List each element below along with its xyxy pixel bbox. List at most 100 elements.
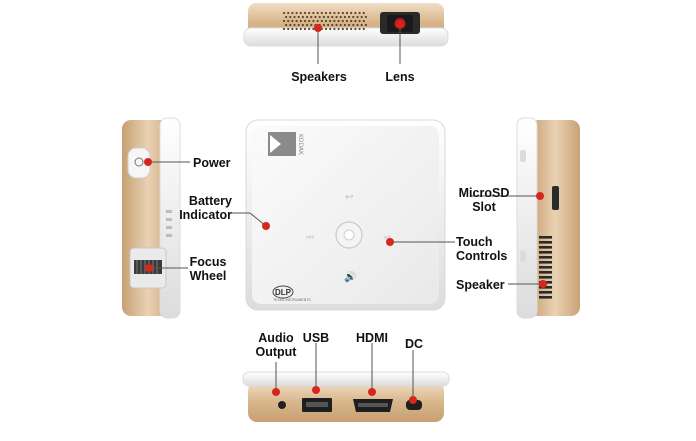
grille-hole [327, 23, 330, 27]
grille-hole [289, 23, 292, 27]
vent-slat [539, 286, 552, 289]
grille-hole [287, 19, 290, 23]
usb-label: USB [302, 331, 330, 345]
vent-slat [539, 256, 552, 259]
grille-hole [362, 11, 365, 15]
play-pause-icon: ⏯ [384, 232, 391, 242]
grille-hole [348, 23, 351, 27]
grille-hole [339, 23, 342, 27]
focus-label-line2: Wheel [189, 269, 227, 283]
vent-slat [539, 271, 552, 274]
lens-label: Lens [385, 70, 415, 84]
grille-hole [350, 11, 353, 15]
battery-label-line2: Indicator [179, 208, 232, 222]
grille-hole [360, 23, 363, 27]
touch-label-line2: Controls [456, 249, 508, 263]
volume-icon: 🔊 [344, 270, 356, 283]
grille-hole [354, 11, 357, 15]
grille-hole [285, 15, 288, 19]
grille-hole [337, 27, 340, 31]
grille-hole [295, 19, 298, 23]
left-side-device [122, 117, 181, 319]
grille-hole [308, 27, 311, 31]
vent-slat [539, 236, 552, 239]
grille-hole [282, 27, 286, 31]
logo-text: KODAK [297, 134, 304, 156]
microsd-slot-label: MicroSD Slot [454, 186, 514, 214]
dc-label: DC [404, 337, 424, 351]
svg-text:TEXAS INSTRUMENTS: TEXAS INSTRUMENTS [273, 298, 311, 302]
grille-hole [327, 15, 330, 19]
vent-slat [539, 276, 552, 279]
grille-hole [312, 11, 315, 15]
vent-slat [539, 251, 552, 254]
grille-hole [289, 15, 292, 19]
grille-hole [364, 23, 367, 27]
grille-hole [341, 27, 344, 31]
grille-hole [282, 11, 286, 15]
grille-hole [312, 19, 315, 23]
bottom-view-device [242, 371, 450, 422]
grille-hole [306, 23, 309, 27]
vent-slat [539, 266, 552, 269]
grille-hole [299, 19, 302, 23]
grille-hole [352, 15, 355, 19]
grille-hole [329, 11, 332, 15]
grille-hole [299, 11, 302, 15]
grille-hole [308, 19, 311, 23]
speaker-label: Speaker [456, 278, 505, 292]
grille-hole [287, 27, 290, 31]
focus-label-line1: Focus [189, 255, 227, 269]
grille-hole [301, 23, 304, 27]
grille-hole [350, 19, 353, 23]
grille-hole [362, 27, 365, 31]
right-side-device [516, 117, 580, 319]
grille-hole [285, 23, 288, 27]
grille-hole [337, 11, 340, 15]
grille-hole [354, 19, 357, 23]
grille-hole [287, 11, 290, 15]
grille-hole [324, 27, 328, 31]
grille-hole [303, 27, 307, 31]
callout-markers [144, 20, 547, 404]
grille-hole [306, 15, 309, 19]
microsd-label-line1: MicroSD [458, 186, 510, 200]
dlp-badge: DLP TEXAS INSTRUMENTS [272, 285, 311, 302]
grille-hole [364, 15, 367, 19]
grille-hole [310, 15, 313, 19]
grille-hole [345, 27, 349, 31]
vent-slat [539, 246, 552, 249]
grille-hole [335, 23, 338, 27]
battery-indicator-label: Battery Indicator [176, 194, 232, 222]
grille-hole [358, 11, 361, 15]
grille-hole [282, 19, 286, 23]
grille-hole [293, 15, 296, 19]
grille-hole [341, 19, 344, 23]
vent-slat [539, 291, 552, 294]
grille-hole [358, 19, 361, 23]
grille-hole [295, 27, 298, 31]
top-view-device [243, 3, 449, 47]
grille-hole [345, 11, 349, 15]
grille-hole [331, 15, 334, 19]
microsd-label-line2: Slot [472, 200, 496, 214]
grille-hole [324, 19, 328, 23]
hdmi-label: HDMI [356, 331, 388, 345]
grille-hole [320, 19, 323, 23]
grille-hole [322, 23, 325, 27]
grille-hole [333, 19, 336, 23]
grille-hole [345, 19, 349, 23]
grille-hole [362, 19, 365, 23]
grille-hole [329, 27, 332, 31]
vent-slat [539, 241, 552, 244]
grille-hole [333, 27, 336, 31]
grille-hole [295, 11, 298, 15]
grille-hole [310, 23, 313, 27]
grille-hole [350, 27, 353, 31]
front-face-device: KODAK ↩ ⏮ ⏯ 🔊 DLP TEXAS INSTRUMENTS [245, 119, 446, 311]
focus-wheel-label: Focus Wheel [188, 255, 228, 283]
grille-hole [358, 27, 361, 31]
touch-controls-label: Touch Controls [456, 235, 507, 263]
audio-output-label: Audio Output [250, 331, 302, 359]
